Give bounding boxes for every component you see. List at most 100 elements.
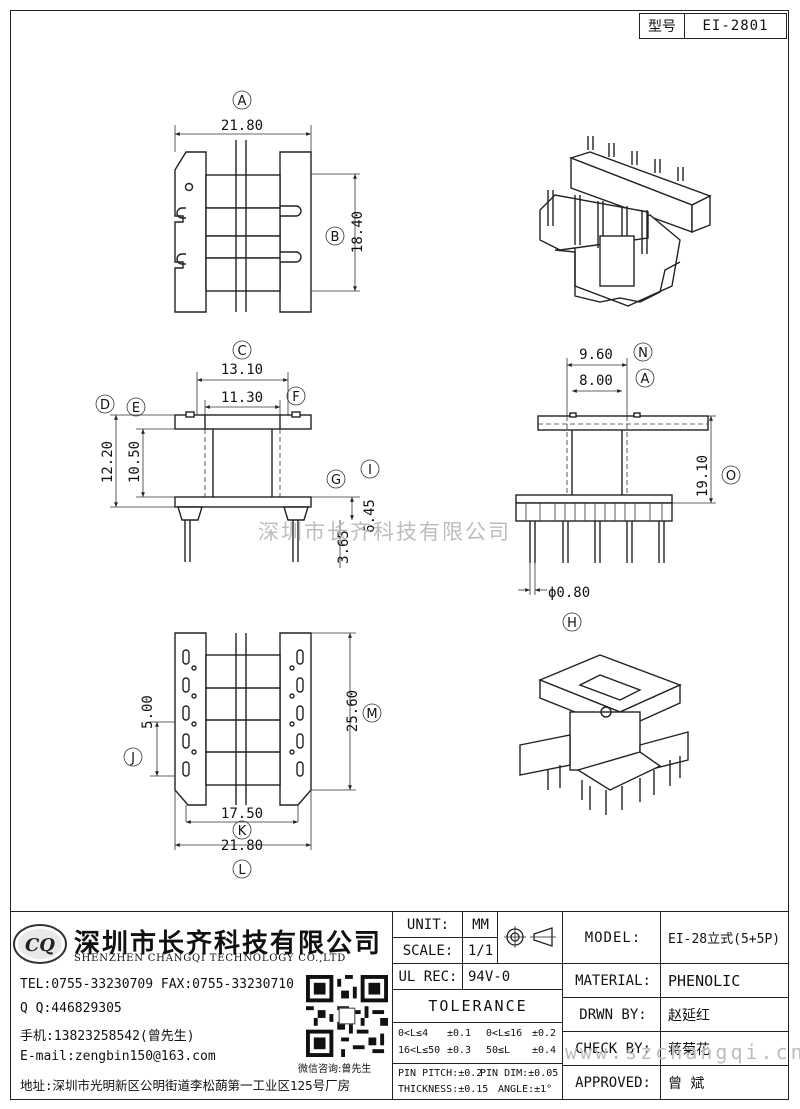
check-by-value: 蒋菊花 — [668, 1041, 710, 1058]
tol-pin-dim: PIN DIM:±0.05 — [480, 1068, 559, 1079]
dim-value-g: 3.65 — [336, 530, 352, 564]
material-label: MATERIAL: — [575, 972, 651, 989]
contact-phone: 手机:13823258542(曾先生) — [20, 1029, 195, 1044]
scale-value: 1/1 — [467, 942, 494, 959]
dim-letter-o: O — [726, 469, 736, 484]
model-number-value: EI-2801 — [702, 18, 769, 34]
model-number-box: 型号 EI-2801 — [639, 13, 787, 39]
dim-value-a: 21.80 — [221, 118, 263, 134]
tol-angle: ANGLE:±1° — [498, 1084, 553, 1095]
dim-value-o: 19.10 — [695, 455, 711, 497]
model-label: MODEL: — [584, 929, 642, 946]
company-name-en: SHENZHEN CHANGQI TECHNOLOGY CO.,LTD — [74, 953, 347, 964]
title-block — [10, 911, 789, 1101]
dim-letter-l: L — [238, 863, 246, 878]
dim-circle-n — [633, 342, 653, 362]
dim-letter-e: E — [132, 401, 140, 416]
contact-email: E-mail:zengbin150@163.com — [20, 1049, 216, 1064]
drawn-by-label: DRWN BY: — [579, 1006, 647, 1023]
dim-value-m: 25.60 — [345, 690, 361, 732]
ulrec-value: 94V-0 — [468, 968, 511, 985]
dim-letter-k: K — [238, 824, 247, 839]
isometric-view-bottom — [519, 654, 689, 815]
front-view: C 13.10 11.30 D E F 12.20 1 — [95, 340, 380, 568]
company-header: CQ 深圳市长齐科技有限公司 SHENZHEN CHANGQI TECHNOLO… — [12, 923, 392, 965]
side-view: 9.60 N 8.00 A — [515, 342, 741, 632]
check-by-label: CHECK BY: — [575, 1040, 651, 1057]
qr-caption: 微信咨询:曾先生 — [298, 1064, 372, 1075]
dim-value-k: 17.50 — [221, 806, 263, 822]
tol-range-2: 0<L≤16 — [486, 1028, 523, 1039]
model-value: EI-28立式(5+5P) — [668, 932, 781, 947]
dim-circle-b — [325, 226, 345, 246]
dim-circle-k — [232, 820, 252, 840]
dim-circle-o — [721, 465, 741, 485]
dim-value-h1: 12.20 — [100, 441, 116, 483]
dim-value-a2: 8.00 — [579, 373, 613, 389]
logo-text: CQ — [25, 935, 55, 956]
dim-value-h2: 10.50 — [127, 441, 143, 483]
dim-value-pin: ϕ0.80 — [548, 585, 590, 601]
watermark-text: 深圳市长齐科技有限公司 — [258, 520, 511, 544]
tol-range-4: 50≤L — [486, 1045, 511, 1056]
tol-range-1: 0<L≤4 — [398, 1028, 429, 1039]
drawn-by-value: 赵延红 — [668, 1007, 710, 1024]
dim-circle-c — [232, 340, 252, 360]
dim-circle-e — [126, 397, 146, 417]
material-value: PHENOLIC — [668, 971, 741, 990]
projection-symbol-icon — [504, 926, 556, 948]
dim-letter-d: D — [100, 398, 110, 413]
dim-letter-n: N — [638, 346, 648, 361]
wechat-qr-code-icon — [306, 975, 388, 1057]
dim-circle-a — [232, 90, 252, 110]
dim-value-j: 5.00 — [140, 695, 156, 729]
dim-value-i: 6.45 — [362, 499, 378, 533]
dim-letter-b: B — [331, 230, 340, 245]
dim-circle-h — [562, 612, 582, 632]
tol-range-3: 16<L≤50 — [398, 1045, 441, 1056]
ulrec-label: UL REC: — [398, 968, 458, 985]
contact-address: 地址:深圳市光明新区公明街道李松蓢第一工业区125号厂房 — [20, 1078, 351, 1093]
dim-circle-d — [95, 394, 115, 414]
tol-value-2: ±0.2 — [532, 1028, 557, 1039]
tol-value-1: ±0.1 — [447, 1028, 472, 1039]
bottom-view: 5.00 J 25.60 M 17.50 K 21.80 L — [123, 632, 382, 879]
dim-circle-g — [326, 469, 346, 489]
dim-value-b: 18.40 — [350, 211, 366, 253]
dim-circle-f — [286, 386, 306, 406]
tol-pin-pitch: PIN PITCH:±0.2 — [398, 1068, 483, 1079]
dim-letter-g: G — [331, 473, 341, 488]
company-logo-icon: CQ — [13, 924, 67, 964]
dim-value-n: 9.60 — [579, 347, 613, 363]
dim-circle-a2 — [635, 368, 655, 388]
dim-letter-j: J — [130, 751, 135, 766]
company-name-cn: 深圳市长齐科技有限公司 — [74, 929, 383, 959]
dim-value-inner: 11.30 — [221, 390, 263, 406]
dim-circle-m — [362, 703, 382, 723]
dim-letter-h: H — [567, 616, 577, 631]
drawing-sheet — [10, 10, 789, 1100]
unit-value: MM — [472, 916, 489, 933]
dim-value-l: 21.80 — [221, 838, 263, 854]
tol-thickness: THICKNESS:±0.15 — [398, 1084, 489, 1095]
tolerance-heading: TOLERANCE — [428, 997, 528, 1015]
scale-label: SCALE: — [402, 942, 454, 959]
dim-letter-f: F — [292, 390, 299, 405]
watermark-url: www.szchangqi.cn — [565, 1040, 800, 1064]
top-right-flange — [279, 151, 312, 313]
dim-letter-c: C — [237, 344, 246, 359]
dim-letter-a: A — [238, 94, 247, 109]
dim-circle-l — [232, 859, 252, 879]
isometric-view-top — [539, 136, 712, 307]
dim-letter-i: I — [368, 463, 372, 478]
dim-circle-j — [123, 747, 143, 767]
dim-value-c: 13.10 — [221, 362, 263, 378]
tol-value-4: ±0.4 — [532, 1045, 557, 1056]
top-left-flange — [174, 151, 207, 313]
approved-value: 曾 斌 — [668, 1075, 705, 1092]
technical-drawing: A 21.80 B 18.40 C 13.10 11.30 — [95, 90, 741, 879]
contact-qq: Q Q:446829305 — [20, 1001, 122, 1016]
model-number-label: 型号 — [640, 14, 685, 38]
unit-label: UNIT: — [406, 916, 450, 933]
top-view: A 21.80 B 18.40 — [174, 90, 366, 313]
